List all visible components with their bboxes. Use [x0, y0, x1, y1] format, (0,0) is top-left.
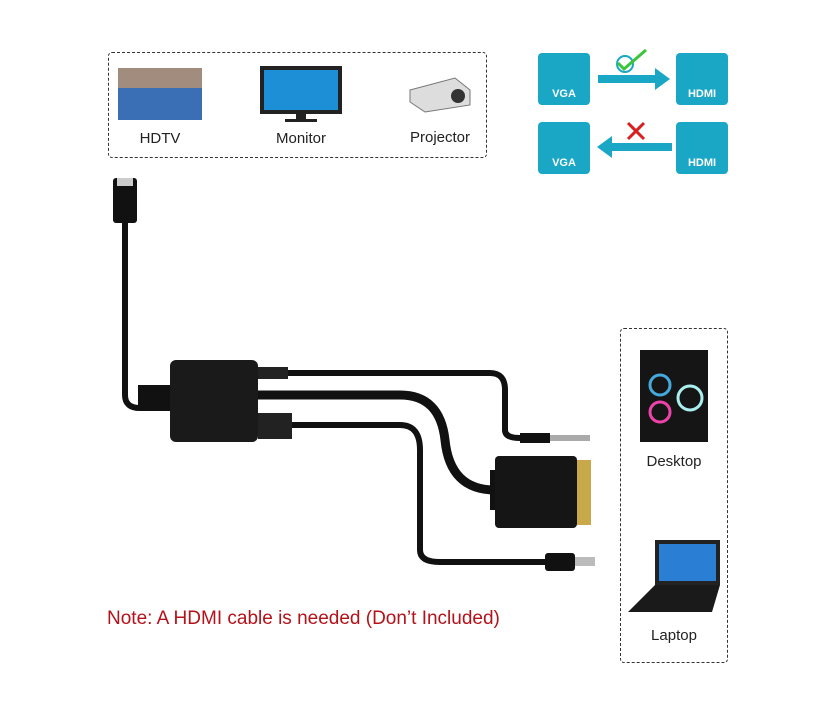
device-label: Projector: [409, 129, 471, 146]
hdmi-tile: HDMI: [676, 53, 728, 105]
cross-icon: [626, 121, 646, 141]
micro-usb-plug: [545, 553, 575, 571]
vga-tile: VGA: [538, 53, 590, 105]
adapter-box: [170, 360, 258, 442]
device-label: Laptop: [651, 627, 697, 644]
output-devices-box: [108, 52, 487, 158]
projector-icon: [409, 77, 471, 113]
device-label: HDTV: [139, 130, 181, 147]
usb-cable: [257, 422, 548, 565]
hdmi-tile: HDMI: [676, 122, 728, 174]
hdmi-cable: [122, 217, 173, 411]
audio-cable: [252, 370, 523, 441]
desktop-icon: [640, 350, 708, 442]
hdmi-plug: [113, 178, 137, 223]
device-label: Monitor: [275, 130, 327, 147]
vga-tile: VGA: [538, 122, 590, 174]
note-text: Note: A HDMI cable is needed (Don’t Incl…: [107, 608, 500, 629]
audio-jack: [520, 433, 550, 443]
vga-connector: [495, 456, 577, 528]
source-devices-box: [620, 328, 728, 663]
device-label: Desktop: [646, 453, 702, 470]
vga-cable: [250, 390, 500, 495]
